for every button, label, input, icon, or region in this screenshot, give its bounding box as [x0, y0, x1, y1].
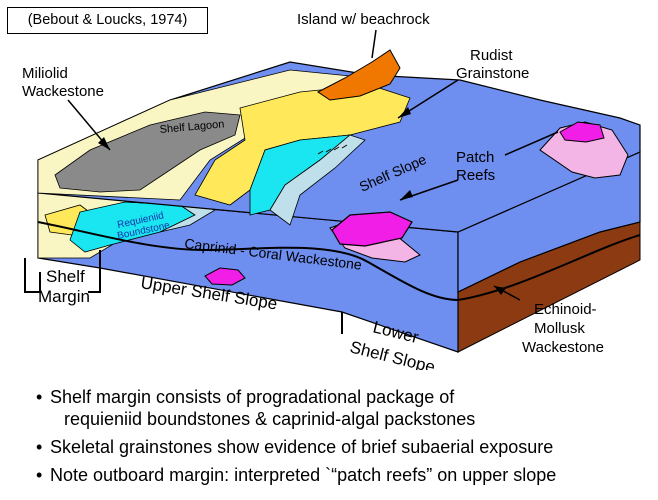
bullet-item: Skeletal grainstones show evidence of br…	[36, 436, 651, 458]
label-rudist-1: Rudist	[470, 47, 513, 64]
front-contact-line	[37, 221, 641, 302]
summary-bullets: Shelf margin consists of progradational …	[36, 386, 651, 492]
top-patch-reef	[331, 211, 413, 247]
front-patch-reef	[204, 267, 246, 286]
slope-ticks	[317, 144, 348, 155]
shelf-margin-bracket	[24, 250, 101, 293]
label-shelf-lagoon: Shelf Lagoon	[159, 118, 225, 136]
margin-light	[269, 134, 366, 226]
label-echinoid-2: Mollusk	[534, 320, 585, 337]
island-beachrock	[317, 49, 401, 101]
label-island: Island w/ beachrock	[297, 11, 430, 28]
label-miliolid-2: Wackestone	[22, 83, 104, 100]
label-lower-2: Shelf Slope	[348, 337, 437, 370]
label-echinoid-1: Echinoid-	[534, 301, 597, 318]
arrow-miliolid-head	[98, 137, 110, 150]
bullet-line: Skeletal grainstones show evidence of br…	[50, 437, 554, 457]
label-echinoid-3: Wackestone	[522, 339, 604, 356]
label-shelf-margin-2: Margin	[38, 287, 90, 306]
bullet-line-continued: requieniid boundstones & caprinid-algal …	[64, 409, 476, 429]
bullet-item: Shelf margin consists of progradational …	[36, 386, 651, 430]
label-patch-2: Reefs	[456, 167, 495, 184]
label-patch-1: Patch	[456, 149, 494, 166]
label-rudist-2: Grainstone	[456, 65, 529, 82]
bullet-line: Shelf margin consists of progradational …	[50, 387, 455, 407]
block-diagram: Island w/ beachrock Rudist Grainstone Mi…	[22, 11, 641, 370]
bullet-item: Note outboard margin: interpreted `“patc…	[36, 464, 651, 486]
arrow-patch-right	[504, 131, 559, 156]
arrow-patch-left-head	[400, 190, 413, 200]
arrow-echinoid-head	[494, 286, 506, 295]
shelf-lagoon-grey	[54, 111, 241, 193]
bullet-line: Note outboard margin: interpreted `“patc…	[50, 465, 557, 485]
right-patch-reef-top	[559, 121, 605, 143]
label-miliolid-1: Miliolid	[22, 65, 68, 82]
arrow-rudist-head	[398, 107, 411, 118]
label-shelf-margin-1: Shelf	[46, 267, 85, 286]
arrow-island	[371, 29, 377, 59]
citation-box: (Bebout & Loucks, 1974)	[7, 7, 208, 34]
